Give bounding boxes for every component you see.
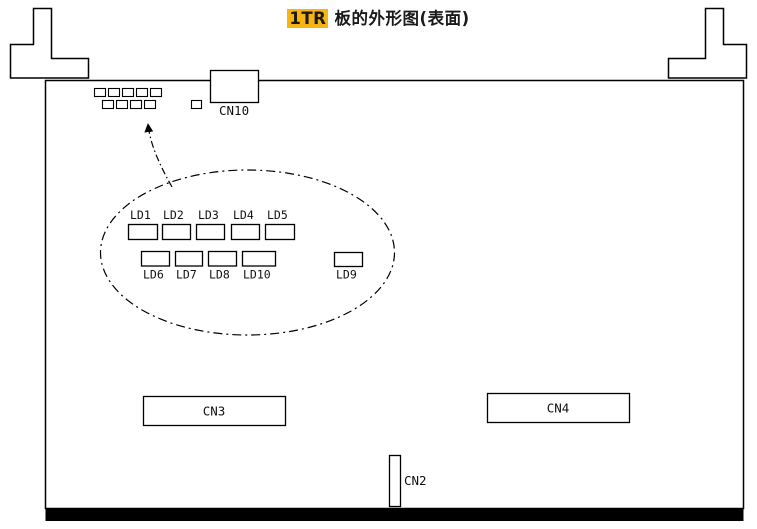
- led-label-ld8: LD8: [209, 268, 230, 282]
- led-ld2: [161, 223, 192, 241]
- led-ld10: [241, 250, 277, 267]
- cn4-connector: [486, 392, 631, 424]
- led-label-ld4: LD4: [233, 208, 254, 222]
- bottom-edge-connector: [45, 508, 744, 521]
- led-chip-icon: [93, 87, 107, 98]
- cn10-label: CN10: [219, 103, 249, 118]
- left-ejector-bracket: [9, 7, 90, 79]
- right-ejector-bracket: [667, 7, 748, 79]
- led-label-ld10: LD10: [243, 268, 271, 282]
- circuit-board-outline: [44, 79, 745, 510]
- cn3-connector: [142, 395, 287, 427]
- led-label-ld6: LD6: [143, 268, 164, 282]
- title-text: 板的外形图(表面): [328, 9, 470, 28]
- led-label-ld3: LD3: [198, 208, 219, 222]
- led-chip-icon: [101, 99, 115, 110]
- title-highlight: 1TR: [287, 9, 329, 28]
- led-chip-icon: [135, 87, 149, 98]
- led-chip-icon: [121, 87, 135, 98]
- magnifier-arrow-icon: [144, 123, 173, 188]
- led-chip-icon: [129, 99, 143, 110]
- led-ld3: [195, 223, 226, 241]
- led-ld6: [140, 250, 171, 267]
- led-chip-icon: [115, 99, 129, 110]
- small-component-icon: [190, 99, 203, 110]
- led-label-ld2: LD2: [163, 208, 184, 222]
- led-ld1: [127, 223, 159, 241]
- led-label-ld9: LD9: [336, 268, 357, 282]
- cn4-label: CN4: [547, 401, 570, 416]
- cn2-connector: [388, 454, 402, 508]
- led-label-ld5: LD5: [267, 208, 288, 222]
- led-chip-icon: [107, 87, 121, 98]
- page-title: 1TR 板的外形图(表面): [0, 5, 757, 29]
- led-ld5: [264, 223, 296, 241]
- led-chip-icon: [143, 99, 157, 110]
- cn2-label: CN2: [404, 473, 427, 488]
- led-ld9: [333, 251, 364, 268]
- led-cluster-actual: [93, 87, 163, 110]
- magnifier-ellipse: [99, 169, 396, 336]
- cn3-label: CN3: [203, 404, 226, 419]
- led-ld4: [230, 223, 261, 241]
- led-ld7: [174, 250, 204, 267]
- led-label-ld1: LD1: [130, 208, 151, 222]
- led-ld8: [207, 250, 238, 267]
- led-chip-icon: [149, 87, 163, 98]
- led-label-ld7: LD7: [176, 268, 197, 282]
- cn10-connector: [209, 69, 260, 104]
